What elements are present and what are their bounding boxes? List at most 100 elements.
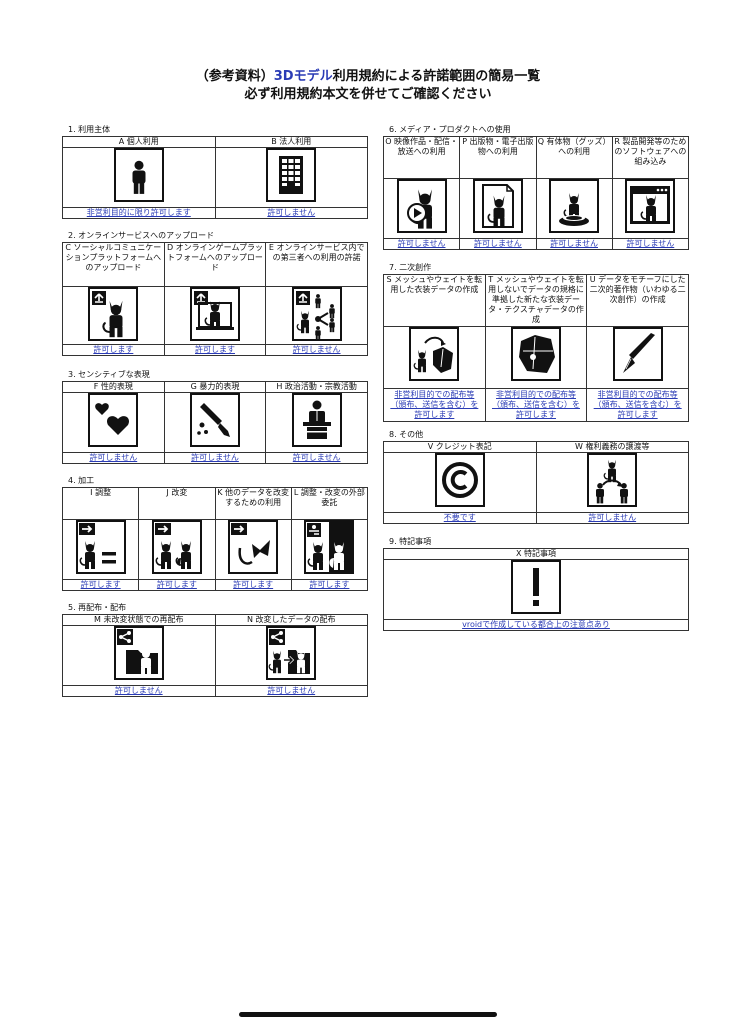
person-icon (113, 148, 164, 202)
section-label: 2. オンラインサービスへのアップロード (68, 231, 215, 240)
status-sexual[interactable]: 許可しません (62, 452, 165, 464)
special-notes-table: X 特記事項 vroidで作成している都合上の注意点あり (383, 548, 689, 631)
copyright-icon (434, 453, 485, 507)
icon-cell (62, 392, 165, 453)
header-video: O 映像作品・配信・放送への利用 (382, 136, 461, 179)
status-third-party-license[interactable]: 許可しません (265, 344, 368, 356)
icon-cell (586, 326, 689, 389)
section-label: 5. 再配布・配布 (68, 603, 127, 612)
section-processing: 4. 加工 I 調整 J 改変 K 他のデータを改変するための利用 L 調整・改… (61, 475, 369, 591)
status-redistribute-unmodified[interactable]: 許可しません (62, 685, 216, 697)
icon-cell (535, 178, 613, 239)
header-modify: J 改変 (138, 487, 216, 520)
icon-cell (214, 625, 368, 686)
header-political: H 政治活動・宗教活動 (265, 381, 368, 393)
icon-cell (535, 452, 689, 513)
status-goods[interactable]: 許可しません (535, 238, 613, 250)
building-icon (266, 148, 317, 202)
header-corporate: B 法人利用 (214, 136, 368, 148)
header-rights-transfer: W 権利義務の譲渡等 (535, 441, 689, 453)
section-label: 3. センシティブな表現 (68, 370, 150, 379)
header-fan-work: U データをモチーフにした二次的著作物（いわゆる二次創作）の作成 (586, 274, 689, 327)
section-label: 8. その他 (389, 430, 424, 439)
status-modify[interactable]: 許可します (138, 579, 216, 591)
header-special-notes: X 特記事項 (383, 548, 689, 560)
header-sns-upload: C ソーシャルコミュニケーションプラットフォームへのアップロード (62, 242, 165, 287)
outsource-icon (304, 520, 355, 574)
status-rights-transfer[interactable]: 許可しません (535, 512, 689, 524)
icon-cell (214, 147, 368, 208)
section-other: 8. その他 V クレジット表記 W 権利義務の譲渡等 不要です 許可しません (383, 429, 689, 524)
icon-cell (290, 519, 369, 580)
status-game-upload[interactable]: 許可します (163, 344, 267, 356)
icon-cell (62, 147, 216, 208)
icon-cell (62, 625, 216, 686)
status-credit[interactable]: 不要です (383, 512, 537, 524)
section-label: 1. 利用主体 (68, 125, 111, 134)
exclamation-icon (511, 560, 561, 614)
section-label: 4. 加工 (68, 476, 95, 485)
figure-icon (549, 179, 600, 233)
status-violent[interactable]: 許可しません (163, 452, 267, 464)
icon-cell (265, 392, 368, 453)
status-reuse[interactable]: 許可します (214, 579, 292, 591)
status-video[interactable]: 許可しません (382, 238, 461, 250)
icon-cell (265, 286, 368, 345)
status-political[interactable]: 許可しません (265, 452, 368, 464)
page-title: （参考資料）3Dモデル利用規約による許諾範囲の簡易一覧 必ず利用規約本文を併せて… (0, 68, 736, 104)
modify-icon (151, 520, 202, 574)
status-individual[interactable]: 非営利目的に限り許可します (62, 207, 216, 219)
online-upload-table: C ソーシャルコミュニケーションプラットフォームへのアップロード D オンライン… (62, 242, 368, 356)
section-label: 9. 特記事項 (389, 537, 432, 546)
redistribute-icon (113, 626, 164, 680)
icon-cell (382, 178, 461, 239)
redistribution-table: M 未改変状態での再配布 N 改変したデータの配布 許可しません 許可しません (62, 614, 368, 697)
status-corporate[interactable]: 許可しません (214, 207, 368, 219)
distribute-modified-icon (266, 626, 317, 680)
header-game-upload: D オンラインゲームプラットフォームへのアップロード (163, 242, 267, 287)
icon-cell (138, 519, 216, 580)
icon-cell (383, 326, 486, 389)
icon-cell (62, 286, 165, 345)
section-media-product: 6. メディア・プロダクトへの使用 O 映像作品・配信・放送への利用 P 出版物… (382, 124, 690, 250)
header-third-party-license: E オンラインサービス内での第三者への利用の許諾 (265, 242, 368, 287)
icon-cell (214, 519, 292, 580)
section-online-upload: 2. オンラインサービスへのアップロード C ソーシャルコミュニケーションプラッ… (62, 230, 368, 356)
hearts-icon (88, 393, 139, 447)
sensitive-table: F 性的表現 G 暴力的表現 H 政治活動・宗教活動 許可しません (62, 381, 368, 464)
home-indicator[interactable] (239, 1012, 497, 1017)
header-adjust: I 調整 (61, 487, 140, 520)
usage-subject-table: A 個人利用 B 法人利用 (62, 136, 368, 219)
media-product-table: O 映像作品・配信・放送への利用 P 出版物・電子出版物への利用 Q 有体物（グ… (382, 136, 690, 250)
section-special-notes: 9. 特記事項 X 特記事項 vroidで作成している都合上の注意点あり (383, 536, 689, 631)
header-costume-new: T メッシュやウェイトを転用しないでデータの規格に準拠した新たな衣装データ・テク… (484, 274, 588, 327)
title-suffix: 利用規約による許諾範囲の簡易一覧 (332, 69, 541, 84)
header-software: R 製品開発等のためのソフトウェアへの組み込み (611, 136, 690, 179)
section-sensitive: 3. センシティブな表現 F 性的表現 G 暴力的表現 H 政治活動・宗教活動 (62, 369, 368, 464)
header-credit: V クレジット表記 (383, 441, 537, 453)
status-costume-convert[interactable]: 非営利目的での配布等（頒布、送信を含む）を許可します (383, 388, 486, 422)
status-costume-new[interactable]: 非営利目的での配布等（頒布、送信を含む）を許可します (484, 388, 588, 422)
icon-cell (484, 326, 588, 389)
status-sns-upload[interactable]: 許可します (62, 344, 165, 356)
header-reuse: K 他のデータを改変するための利用 (214, 487, 292, 520)
header-goods: Q 有体物（グッズ）への利用 (535, 136, 613, 179)
icon-cell (611, 178, 690, 239)
status-special-notes[interactable]: vroidで作成している都合上の注意点あり (383, 619, 689, 631)
derivative-table: S メッシュやウェイトを転用した衣装データの作成 T メッシュやウェイトを転用し… (383, 274, 689, 422)
status-fan-work[interactable]: 非営利目的での配布等（頒布、送信を含む）を許可します (586, 388, 689, 422)
video-icon (396, 179, 447, 233)
status-adjust[interactable]: 許可します (61, 579, 140, 591)
adjust-icon (75, 520, 126, 574)
status-software[interactable]: 許可しません (611, 238, 690, 250)
title-prefix: （参考資料） (195, 69, 274, 84)
reuse-icon (228, 520, 279, 574)
status-distribute-modified[interactable]: 許可しません (214, 685, 368, 697)
section-label: 6. メディア・プロダクトへの使用 (389, 125, 511, 134)
processing-table: I 調整 J 改変 K 他のデータを改変するための利用 L 調整・改変の外部委託 (61, 487, 369, 591)
header-redistribute-unmodified: M 未改変状態での再配布 (62, 614, 216, 626)
status-publication[interactable]: 許可しません (459, 238, 537, 250)
status-outsource[interactable]: 許可します (290, 579, 369, 591)
icon-cell (163, 392, 267, 453)
header-costume-convert: S メッシュやウェイトを転用した衣装データの作成 (383, 274, 486, 327)
